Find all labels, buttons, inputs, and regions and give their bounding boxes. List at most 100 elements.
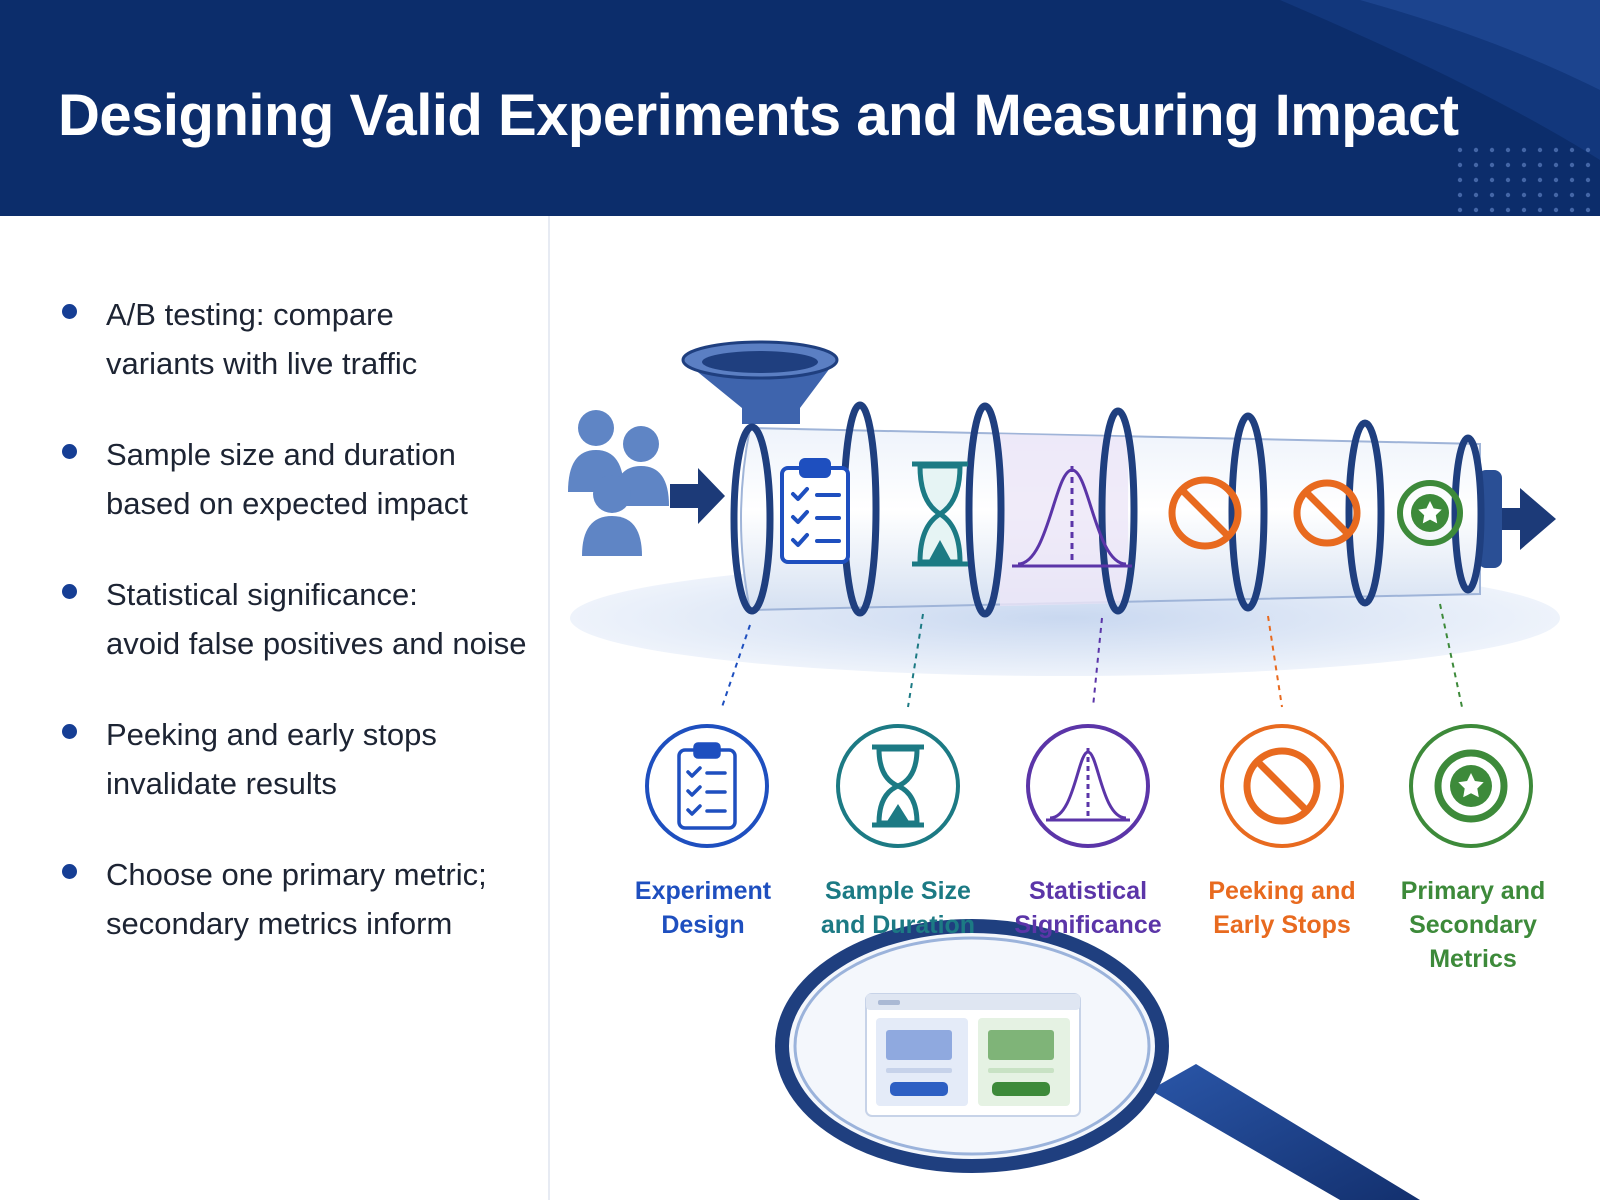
bullet-line: Statistical significance: <box>106 577 418 612</box>
banner-dot <box>1457 192 1463 198</box>
banner-dot <box>1505 192 1511 198</box>
pipe-ring <box>1345 419 1385 607</box>
banner-dot <box>1505 177 1511 183</box>
banner-dot <box>1569 177 1575 183</box>
stage-label-line: Early Stops <box>1213 911 1351 939</box>
connectors <box>721 603 1463 708</box>
banner-dot <box>1521 177 1527 183</box>
banner-dot <box>1457 147 1463 153</box>
banner-dot <box>1585 162 1591 168</box>
hourglass-icon <box>912 461 968 567</box>
bullet-line: invalidate results <box>106 766 337 801</box>
magnifying-glass-icon <box>775 919 1420 1200</box>
bullet-line: A/B testing: compare <box>106 297 394 332</box>
stage-label-line: Metrics <box>1429 945 1517 973</box>
stage-circle-experiment-design <box>645 724 769 848</box>
clipboard-checklist-icon <box>677 742 737 830</box>
title-banner: Designing Valid Experiments and Measurin… <box>0 0 1600 216</box>
stage-label-primary-secondary-metrics: Primary and Secondary Metrics <box>1388 874 1558 976</box>
banner-dot <box>1489 192 1495 198</box>
banner-dot <box>1473 192 1479 198</box>
bullet-line: secondary metrics inform <box>106 906 453 941</box>
bullet-line: Peeking and early stops <box>106 717 437 752</box>
ab-variant-screen-icon <box>865 993 1081 1117</box>
banner-dot <box>1457 177 1463 183</box>
banner-dot <box>1585 192 1591 198</box>
banner-dot <box>1569 162 1575 168</box>
stage-label-experiment-design: Experiment Design <box>618 874 788 942</box>
banner-dot <box>1473 147 1479 153</box>
bullet-item: Choose one primary metric; secondary metr… <box>58 856 538 996</box>
banner-dot <box>1489 177 1495 183</box>
pipe-segment-tint <box>1000 434 1128 606</box>
stage-circle-primary-secondary-metrics <box>1409 724 1533 848</box>
banner-dot <box>1489 147 1495 153</box>
stage-label-line: Peeking and <box>1208 877 1356 905</box>
banner-dot <box>1537 147 1543 153</box>
stage-label-line: Experiment <box>634 877 772 905</box>
stage-circle-peeking-early-stops <box>1220 724 1344 848</box>
banner-dot <box>1537 162 1543 168</box>
banner-dot <box>1569 192 1575 198</box>
bullet-list: A/B testing: compare variants with live t… <box>58 296 538 996</box>
banner-dot <box>1537 192 1543 198</box>
stage-label-line: Significance <box>1014 911 1162 939</box>
banner-dot <box>1537 177 1543 183</box>
stage-label-line: and Duration <box>820 911 976 939</box>
prohibited-icon <box>1168 476 1242 550</box>
bullet-text: Choose one primary metric; secondary metr… <box>106 850 546 948</box>
stage-label-line: Design <box>661 911 745 939</box>
stage-label-statistical-significance: Statistical Significance <box>1003 874 1173 942</box>
bullet-line: variants with live traffic <box>106 346 418 381</box>
pipe-ring <box>1098 407 1138 615</box>
banner-dot <box>1569 207 1575 213</box>
banner-dot <box>1505 147 1511 153</box>
hourglass-icon <box>872 744 924 828</box>
banner-dot <box>1585 177 1591 183</box>
bullet-text: Statistical significance:avoid false pos… <box>106 570 546 668</box>
banner-dot <box>1521 147 1527 153</box>
banner-dot <box>1553 177 1559 183</box>
banner-dot <box>1457 162 1463 168</box>
bell-curve-icon <box>1012 466 1132 568</box>
banner-dot <box>1489 162 1495 168</box>
bullet-line: Choose one primary metric; <box>106 857 487 892</box>
prohibited-icon <box>1243 747 1321 825</box>
banner-dot <box>1473 162 1479 168</box>
funnel-icon <box>681 340 839 424</box>
banner-dot <box>1505 162 1511 168</box>
users-group-icon <box>568 410 669 556</box>
stage-label-line: Secondary <box>1409 911 1537 939</box>
banner-decoration <box>1280 0 1600 213</box>
bullet-dot <box>62 304 77 319</box>
banner-dot <box>1585 207 1591 213</box>
input-arrow-icon <box>670 468 725 524</box>
bullet-item: Statistical significance:avoid false pos… <box>58 576 538 716</box>
stage-label-line: Primary and <box>1400 877 1546 905</box>
stage-label-line: Sample Size <box>825 877 971 905</box>
bullet-item: A/B testing: compare variants with live t… <box>58 296 538 436</box>
bullet-dot <box>62 584 77 599</box>
bell-curve-icon <box>1046 748 1130 822</box>
stage-circle-sample-size <box>836 724 960 848</box>
banner-dot <box>1473 207 1479 213</box>
bullet-item: Peeking and early stops invalidate result… <box>58 716 538 856</box>
stage-label-sample-size: Sample Size and Duration <box>813 874 983 942</box>
pipe-ring <box>965 402 1005 618</box>
column-divider <box>548 216 550 1200</box>
bullet-text: Peeking and early stops invalidate result… <box>106 710 546 808</box>
bullet-dot <box>62 724 77 739</box>
bullet-dot <box>62 864 77 879</box>
output-arrow-icon <box>1502 488 1556 550</box>
connector-line <box>721 624 751 708</box>
connector-line <box>1439 603 1463 708</box>
banner-dot <box>1489 207 1495 213</box>
stage-label-line: Statistical <box>1028 877 1148 905</box>
banner-dot <box>1521 162 1527 168</box>
clipboard-checklist-icon <box>780 458 850 564</box>
banner-dot <box>1521 192 1527 198</box>
bullet-line: Sample size and duration <box>106 437 456 472</box>
banner-dot <box>1585 147 1591 153</box>
